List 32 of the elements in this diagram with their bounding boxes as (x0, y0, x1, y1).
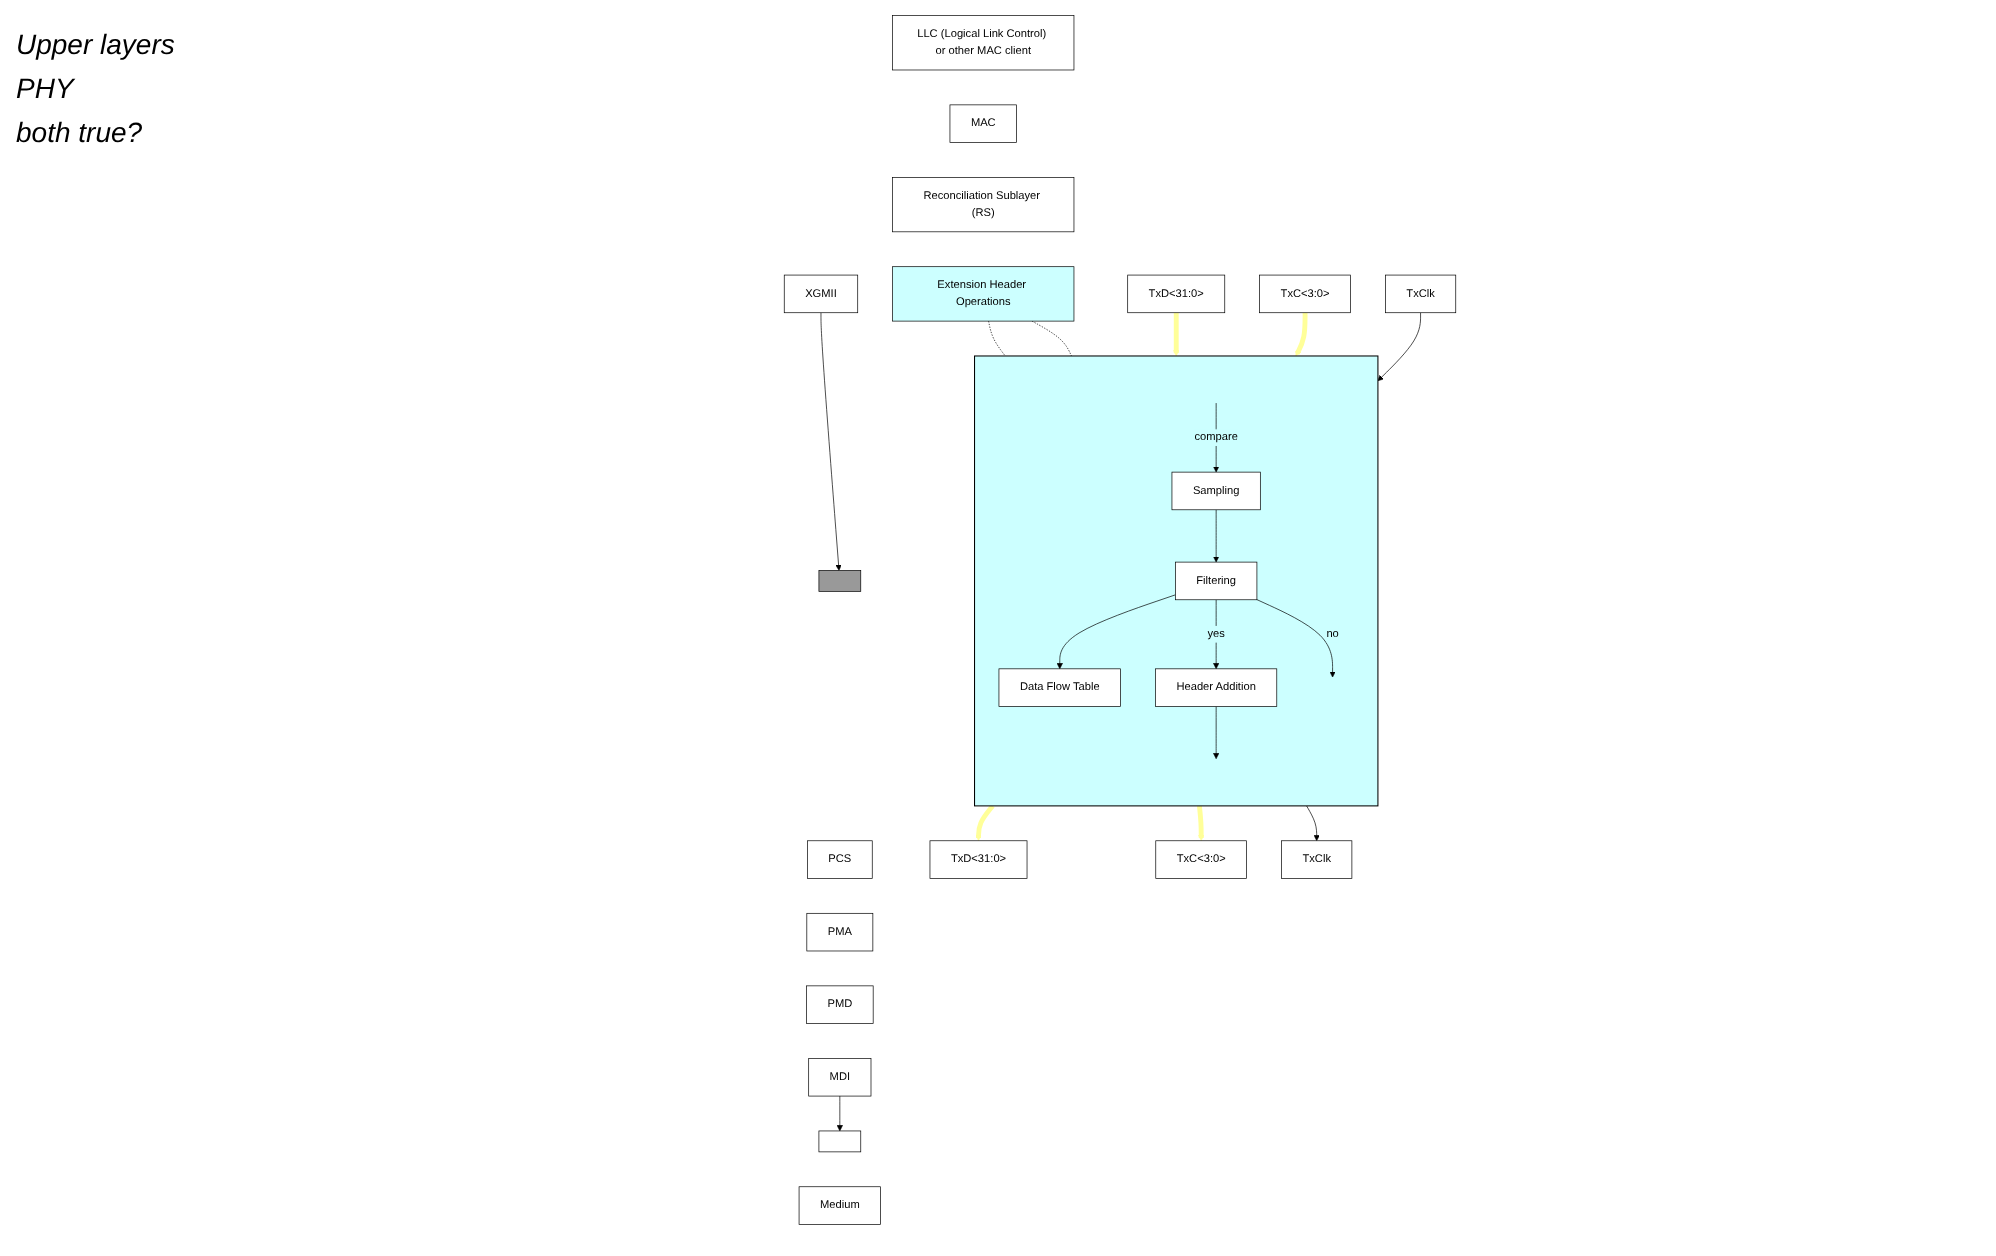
node-box (892, 15, 1075, 71)
node-box (1155, 668, 1278, 707)
node-box (929, 840, 1028, 879)
cluster (974, 355, 1379, 807)
arrow (1197, 805, 1205, 842)
node-box (806, 985, 874, 1024)
node-box (818, 1130, 862, 1153)
connector (1031, 320, 1072, 357)
arrow (1294, 312, 1308, 357)
node-box (1171, 471, 1261, 511)
node-box (1155, 840, 1247, 879)
arrow (975, 804, 995, 842)
node-box (1175, 561, 1258, 601)
node-box (806, 912, 874, 952)
text-label: Upper layers (16, 28, 177, 60)
node-box (892, 177, 1075, 233)
node-box (998, 668, 1121, 707)
text-label: PHY (16, 72, 77, 104)
connector (988, 320, 1006, 357)
node-box (783, 274, 859, 314)
node-box (1259, 274, 1351, 314)
node-box (1127, 274, 1226, 314)
node-box (807, 840, 873, 879)
text-label: both true? (16, 116, 145, 148)
node-bar (818, 570, 862, 592)
node-box (892, 266, 1075, 322)
node-box (808, 1058, 872, 1097)
node-box (1385, 274, 1457, 314)
node-box (798, 1186, 881, 1225)
arrow (1173, 312, 1180, 357)
node-box (1281, 840, 1353, 879)
node-box (949, 104, 1017, 143)
